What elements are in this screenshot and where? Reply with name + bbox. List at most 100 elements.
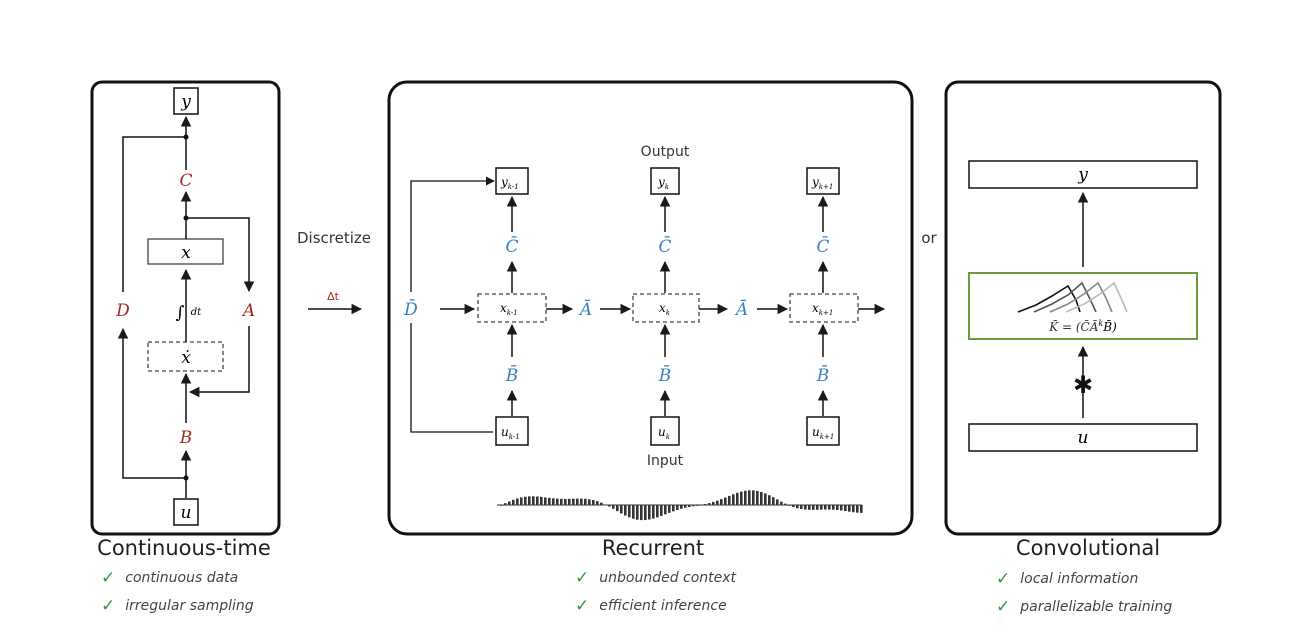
waveform-bar — [776, 499, 779, 505]
svg-text:uk+1: uk+1 — [812, 425, 834, 441]
waveform-bar — [560, 498, 563, 505]
waveform-bar — [688, 505, 691, 507]
waveform-bar — [796, 505, 799, 509]
waveform-bar — [744, 490, 747, 505]
waveform-bar — [624, 505, 627, 516]
benefit-item: ✓local information — [996, 565, 1172, 593]
svg-text:xk: xk — [659, 301, 670, 317]
waveform-bar — [592, 500, 595, 505]
dt-label: dt — [191, 307, 202, 318]
waveform-bar — [816, 505, 819, 510]
waveform-bar — [700, 504, 703, 506]
waveform-bar — [620, 505, 623, 514]
waveform-bar — [616, 505, 619, 512]
waveform-bar — [644, 505, 647, 521]
waveform-bar — [800, 505, 803, 510]
waveform-bar — [652, 505, 655, 519]
waveform-bar — [712, 501, 715, 505]
waveform-bar — [628, 505, 631, 518]
svg-text:uk: uk — [658, 425, 670, 441]
convolutional-title: Convolutional — [1015, 536, 1161, 560]
conv-y-label: y — [1077, 165, 1088, 185]
waveform-bar — [704, 504, 707, 505]
waveform-bar — [584, 498, 587, 505]
ct-a-label: A — [241, 301, 255, 321]
check-icon: ✓ — [575, 568, 590, 588]
waveform-bar — [660, 505, 663, 516]
kernel-formula-sup: k — [1098, 319, 1103, 328]
continuous-panel: y C x ∫ dt ẋ A B u D — [90, 80, 281, 536]
x-k-plus-1: x — [812, 301, 819, 315]
svg-text:xk+1: xk+1 — [812, 301, 833, 317]
waveform-bar — [680, 505, 683, 509]
y-k-plus-1-sub: k+1 — [819, 183, 834, 191]
waveform-bar — [732, 494, 735, 505]
waveform-bar — [604, 504, 607, 506]
waveform-bar — [544, 497, 547, 505]
waveform-bar — [856, 505, 859, 513]
waveform-bar — [564, 498, 567, 505]
y-k: y — [657, 175, 665, 189]
waveform-bar — [504, 503, 507, 505]
waveform-bar — [524, 496, 527, 505]
waveform-bar — [808, 505, 811, 510]
cell-k: yk C̄ xk B̄ uk — [632, 167, 700, 446]
waveform-bar — [828, 505, 831, 510]
waveform-bar — [848, 505, 851, 512]
waveform-bar — [580, 498, 583, 505]
svg-text:yk+1: yk+1 — [811, 175, 833, 191]
c-bar-3: C̄ — [816, 235, 829, 257]
waveform-bar — [548, 497, 551, 505]
waveform-bar — [812, 505, 815, 510]
benefit-item: ✓irregular sampling — [101, 592, 254, 620]
conv-u-box — [968, 423, 1198, 452]
waveform-bar — [536, 496, 539, 505]
recurrent-title: Recurrent — [601, 536, 705, 560]
x-k-minus-1: x — [500, 301, 507, 315]
ct-xdot-label: ẋ — [181, 348, 191, 368]
waveform-bar — [788, 505, 791, 506]
a-bar-1: Ā — [578, 299, 592, 320]
benefit-text: continuous data — [125, 570, 239, 586]
benefit-item: ✓ continuous data — [101, 564, 254, 592]
waveform-bar — [836, 505, 839, 511]
delta-t-label: Δt — [327, 290, 340, 303]
u-k-minus-1: u — [501, 425, 509, 439]
waveform-bar — [852, 505, 855, 513]
b-bar-2: B̄ — [658, 364, 672, 386]
waveform-bar — [724, 497, 727, 505]
continuous-benefits: ✓ continuous data ✓irregular sampling — [101, 564, 254, 620]
waveform-bar — [728, 495, 731, 505]
d-bar-label: D̄ — [403, 298, 418, 320]
waveform-bar — [512, 499, 515, 505]
waveform-bar — [576, 498, 579, 505]
x-k-plus-1-sub: k+1 — [819, 309, 834, 317]
y-k-minus-1-sub: k-1 — [508, 183, 519, 191]
c-bar-2: C̄ — [658, 235, 671, 257]
cell-k-minus-1: yk-1 C̄ xk-1 B̄ uk-1 — [477, 167, 547, 446]
waveform-bar — [696, 505, 699, 506]
ct-y-label: y — [180, 92, 191, 112]
b-bar-1: B̄ — [505, 364, 519, 386]
u-k-plus-1-sub: k+1 — [820, 433, 835, 441]
u-k: u — [658, 425, 666, 439]
integral-symbol: ∫ — [176, 303, 185, 323]
waveform-bar — [668, 505, 671, 513]
waveform-bar — [844, 505, 847, 512]
waveform-bar — [760, 491, 763, 505]
waveform-bar — [824, 505, 827, 510]
b-bar-3: B̄ — [816, 364, 830, 386]
recurrent-panel: Output Input D̄ yk-1 C̄ xk-1 B̄ uk-1 Ā — [387, 80, 914, 536]
check-icon: ✓ — [996, 569, 1011, 589]
kernel-formula-end: B̄) — [1102, 319, 1117, 334]
c-bar-1: C̄ — [505, 235, 518, 257]
waveform-bar — [596, 501, 599, 505]
waveform-bar — [588, 499, 591, 505]
kernel-formula: K̄ = (C̄Ā — [1048, 319, 1099, 334]
kernel-curves — [1017, 281, 1128, 313]
waveform-bar — [720, 499, 723, 505]
svg-text:K̄ = (C̄ĀkB̄): K̄ = (C̄ĀkB̄) — [1048, 319, 1117, 334]
waveform-bar — [792, 505, 795, 507]
check-icon: ✓ — [101, 568, 116, 588]
